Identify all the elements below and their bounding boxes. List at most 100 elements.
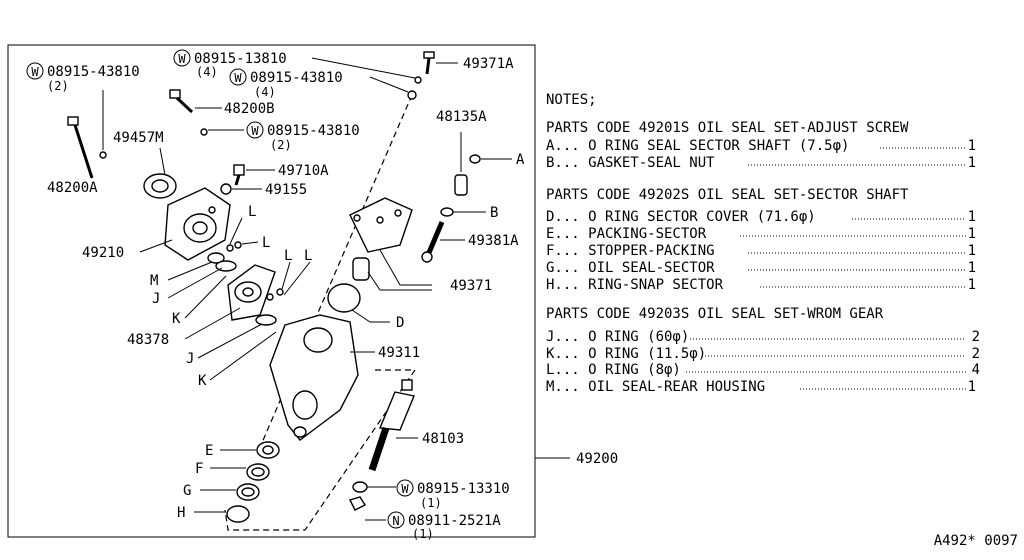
label-49200: 49200 bbox=[576, 451, 618, 467]
callout-code-n1: 08911-2521A bbox=[408, 513, 501, 529]
notes-heading: NOTES; bbox=[546, 92, 597, 108]
notes-item-m: M... OIL SEAL-REAR HOUSING bbox=[546, 379, 765, 395]
label-l-3: L bbox=[284, 248, 292, 264]
svg-text:W: W bbox=[31, 65, 39, 79]
plug-49710a bbox=[233, 164, 275, 186]
callout-qty-w5: (1) bbox=[420, 496, 442, 510]
notes-qty-k: 2 bbox=[972, 346, 980, 362]
notes-qty-l: 4 bbox=[972, 362, 980, 378]
callout-code-w4: 08915-43810 bbox=[267, 123, 360, 139]
o-ring-d bbox=[327, 283, 361, 313]
notes-qty-h: 1 bbox=[968, 277, 976, 293]
gasket-b bbox=[440, 207, 454, 217]
label-b: B bbox=[490, 205, 498, 221]
leader-j1 bbox=[167, 267, 223, 299]
label-d: D bbox=[396, 315, 404, 331]
leader-k1 bbox=[184, 275, 227, 319]
sector-cover-49371 bbox=[349, 197, 413, 253]
diagram-frame bbox=[7, 44, 536, 538]
label-49710a: 49710A bbox=[278, 163, 329, 179]
callout-code-w1: 08915-43810 bbox=[47, 64, 140, 80]
washer-08915-43810-mid bbox=[200, 128, 208, 136]
notes-item-e: E... PACKING-SECTOR bbox=[546, 226, 707, 242]
label-l-1: L bbox=[248, 204, 256, 220]
leader-m bbox=[167, 261, 213, 281]
bolt-48200b bbox=[169, 89, 222, 114]
leader-j2 bbox=[197, 323, 263, 359]
bolt-49371a bbox=[423, 51, 458, 75]
notes-group-1-title: PARTS CODE 49201S OIL SEAL SET-ADJUST SC… bbox=[546, 120, 909, 136]
callout-qty-w4: (2) bbox=[270, 138, 292, 152]
bolt-48200a bbox=[67, 116, 94, 179]
label-a: A bbox=[516, 152, 525, 168]
label-48200b: 48200B bbox=[224, 101, 275, 117]
notes-item-b: B... GASKET-SEAL NUT bbox=[546, 155, 715, 171]
label-49210: 49210 bbox=[82, 245, 124, 261]
callout-qty-n1: (1) bbox=[412, 527, 434, 541]
label-48200a: 48200A bbox=[47, 180, 98, 196]
notes-qty-d: 1 bbox=[968, 209, 976, 225]
label-l-4: L bbox=[304, 248, 312, 264]
notes-item-l: L... O RING (8φ) bbox=[546, 362, 681, 378]
svg-text:W: W bbox=[251, 124, 259, 138]
adjust-screw-49381a bbox=[421, 221, 465, 263]
svg-text:N: N bbox=[392, 514, 399, 528]
nut-08911-2521a bbox=[349, 496, 367, 511]
label-48378: 48378 bbox=[127, 332, 169, 348]
callout-qty-w2: (4) bbox=[196, 65, 218, 79]
washer-08915-43810-top bbox=[407, 90, 417, 100]
label-48103: 48103 bbox=[422, 431, 464, 447]
notes-panel: NOTES; PARTS CODE 49201S OIL SEAL SET-AD… bbox=[546, 92, 980, 395]
label-49457m: 49457M bbox=[113, 130, 164, 146]
o-ring-a bbox=[469, 154, 481, 164]
leader-49371b bbox=[367, 271, 432, 291]
leader-w2 bbox=[311, 57, 416, 79]
label-48135a: 48135A bbox=[436, 109, 487, 125]
plug-48135a bbox=[454, 132, 468, 196]
label-49371: 49371 bbox=[450, 278, 492, 294]
bearing-49371 bbox=[352, 257, 370, 281]
notes-item-g: G... OIL SEAL-SECTOR bbox=[546, 260, 715, 276]
label-49311: 49311 bbox=[378, 345, 420, 361]
washer-49155 bbox=[220, 183, 232, 195]
seal-stack bbox=[194, 441, 280, 523]
svg-text:W: W bbox=[178, 52, 186, 66]
notes-item-f: F... STOPPER-PACKING bbox=[546, 243, 715, 259]
notes-item-j: J... O RING (60φ) bbox=[546, 329, 689, 345]
worm-shaft-48103 bbox=[368, 379, 418, 472]
assembly-line-lower bbox=[224, 369, 417, 531]
cover-49457m bbox=[143, 147, 177, 199]
svg-text:W: W bbox=[401, 482, 409, 496]
adapter-48378 bbox=[184, 264, 276, 340]
leader-d bbox=[351, 309, 390, 323]
callout-qty-w1: (2) bbox=[47, 79, 69, 93]
washer-08915-13310 bbox=[352, 481, 368, 493]
notes-group-2-title: PARTS CODE 49202S OIL SEAL SET-SECTOR SH… bbox=[546, 187, 909, 203]
callout-qty-w3: (4) bbox=[254, 85, 276, 99]
leader-w3 bbox=[369, 76, 409, 93]
notes-qty-g: 1 bbox=[968, 260, 976, 276]
notes-item-k: K... O RING (11.5φ) bbox=[546, 346, 706, 362]
notes-qty-a: 1 bbox=[968, 138, 976, 154]
notes-item-a: A... O RING SEAL SECTOR SHAFT (7.5φ) bbox=[546, 138, 849, 154]
callout-marker-w3: W bbox=[229, 68, 247, 86]
notes-item-d: D... O RING SECTOR COVER (71.6φ) bbox=[546, 209, 816, 225]
notes-item-h: H... RING-SNAP SECTOR bbox=[546, 277, 724, 293]
washer-08915-43810-left bbox=[99, 151, 107, 159]
gear-housing-49311 bbox=[269, 314, 375, 441]
washer-08915-13810 bbox=[414, 76, 422, 84]
label-g: G bbox=[183, 483, 191, 499]
callout-marker-w2: W bbox=[173, 49, 191, 67]
label-k-lower: K bbox=[198, 373, 207, 389]
label-j-upper: J bbox=[152, 291, 160, 307]
label-j-lower: J bbox=[186, 351, 194, 367]
label-l-2: L bbox=[262, 235, 270, 251]
svg-text:W: W bbox=[234, 71, 242, 85]
label-49371a: 49371A bbox=[463, 56, 514, 72]
notes-qty-b: 1 bbox=[968, 155, 976, 171]
notes-qty-m: 1 bbox=[968, 379, 976, 395]
footer-code: A492* 0097 bbox=[934, 533, 1018, 549]
label-e: E bbox=[205, 443, 213, 459]
callout-code-w3: 08915-43810 bbox=[250, 70, 343, 86]
